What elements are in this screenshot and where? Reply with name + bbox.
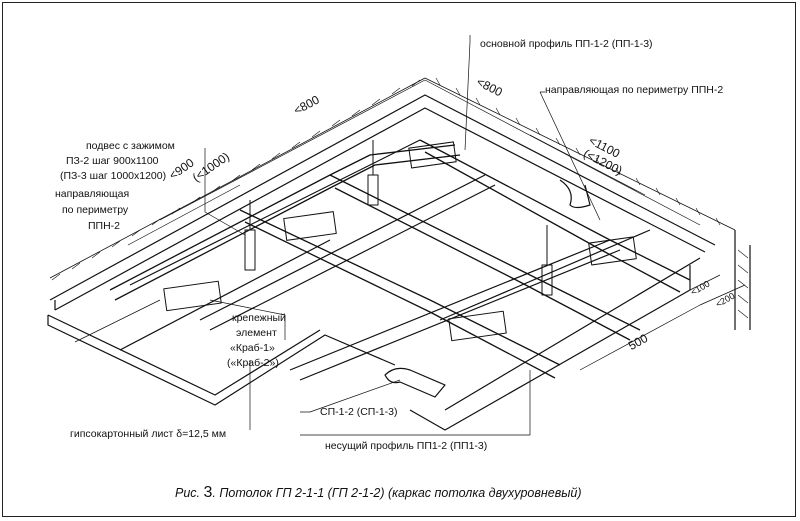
hangers — [244, 140, 553, 296]
caption-text: . Потолок ГП 2-1-1 (ГП 2-1-2) (каркас по… — [212, 486, 582, 500]
sp-profile-end — [384, 367, 446, 398]
caption-number: 3 — [203, 484, 213, 501]
label-bearing-profile: несущий профиль ПП1-2 (ПП1-3) — [325, 440, 488, 452]
label-main-profile: основной профиль ПП-1-2 (ПП-1-3) — [480, 38, 653, 50]
label-hanger-line3: (ПЗ-3 шаг 1000х1200) — [60, 170, 167, 182]
label-hanger-line1: подвес с зажимом — [86, 140, 175, 152]
label-fastener-line3: «Краб-1» — [230, 342, 275, 354]
figure-caption: Рис. 3. Потолок ГП 2-1-1 (ГП 2-1-2) (кар… — [175, 484, 582, 502]
profile-cut-end — [559, 179, 591, 209]
caption-prefix: Рис. — [175, 486, 201, 500]
leader-lines — [74, 35, 601, 436]
label-guide-left-line1: направляющая — [55, 188, 130, 200]
cross-profiles — [119, 139, 651, 381]
label-guide-left-line3: ППН-2 — [88, 220, 121, 232]
label-gypsum-sheet: гипсокартонный лист δ=12,5 мм — [70, 428, 227, 440]
label-fastener-line2: элемент — [236, 327, 277, 339]
label-fastener-line4: («Краб-2») — [227, 357, 279, 369]
dimension-lines — [127, 79, 746, 371]
perimeter-guide-frame — [49, 94, 716, 311]
wall-right — [734, 230, 751, 330]
label-sp-profile: СП-1-2 (СП-1-3) — [320, 406, 398, 418]
label-perimeter-guide-top: направляющая по периметру ППН-2 — [545, 84, 724, 96]
label-fastener-line1: крепежный — [232, 312, 286, 324]
gypsum-sheet — [47, 257, 701, 431]
crab-connectors — [163, 141, 637, 342]
label-hanger-line2: ПЗ-2 шаг 900х1100 — [66, 155, 159, 167]
label-guide-left-line2: по периметру — [62, 204, 129, 216]
wall-hatch-top — [49, 77, 736, 279]
